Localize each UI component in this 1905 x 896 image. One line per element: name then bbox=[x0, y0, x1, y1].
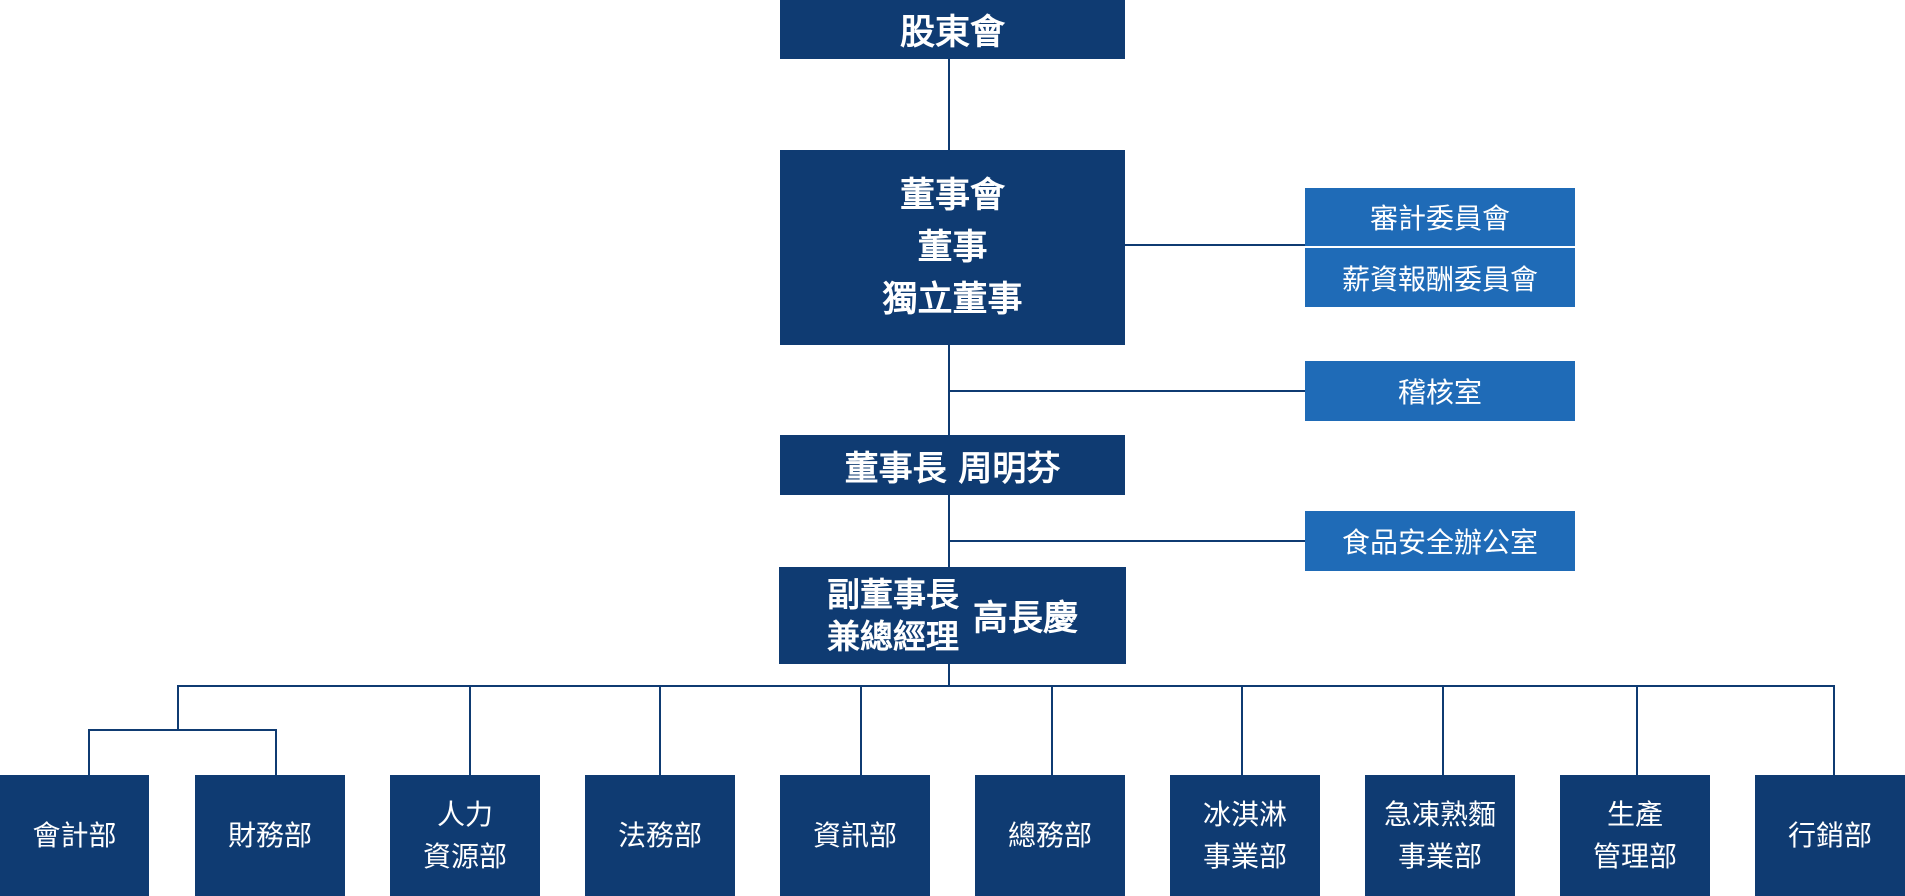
dept-frozen-noodles-line2: 事業部 bbox=[1397, 839, 1482, 873]
dept-ice-cream: 冰淇淋 事業部 bbox=[1170, 775, 1320, 896]
dept-general-affairs-line1: 總務部 bbox=[1007, 818, 1092, 852]
shareholders-box: 股東會 bbox=[780, 0, 1125, 59]
compensation-committee-box: 薪資報酬委員會 bbox=[1305, 248, 1575, 307]
departments-bus bbox=[177, 685, 1835, 687]
audit-office-box: 稽核室 bbox=[1305, 361, 1575, 421]
connector-finance-group bbox=[177, 685, 179, 730]
vice-chairman-box: 副董事長 兼總經理 高長慶 bbox=[779, 567, 1126, 664]
dept-legal: 法務部 bbox=[585, 775, 735, 896]
dept-general-affairs: 總務部 bbox=[975, 775, 1125, 896]
connector-dept-production bbox=[1636, 685, 1638, 775]
dept-production-line1: 生產 bbox=[1606, 797, 1663, 831]
connector-audit-office bbox=[949, 390, 1306, 392]
dept-it: 資訊部 bbox=[780, 775, 930, 896]
dept-human-resources-line2: 資源部 bbox=[422, 839, 507, 873]
vice-chairman-title: 副董事長 兼總經理 bbox=[827, 574, 959, 658]
dept-marketing-line1: 行銷部 bbox=[1787, 818, 1872, 852]
connector-dept-general-affairs bbox=[1051, 685, 1053, 775]
dept-human-resources-line1: 人力 bbox=[436, 797, 493, 831]
dept-finance-line1: 財務部 bbox=[227, 818, 312, 852]
connector-chairman-vice bbox=[948, 494, 950, 568]
connector-dept-marketing bbox=[1833, 685, 1835, 775]
vice-chairman-content: 副董事長 兼總經理 高長慶 bbox=[827, 574, 1078, 658]
vice-chairman-name: 高長慶 bbox=[972, 599, 1078, 639]
dept-ice-cream-line1: 冰淇淋 bbox=[1202, 797, 1287, 831]
connector-dept-finance bbox=[275, 729, 277, 775]
board-label: 董事會 bbox=[899, 175, 1005, 216]
chairman-box: 董事長 周明芬 bbox=[780, 435, 1125, 495]
connector-board-committees bbox=[1124, 244, 1306, 246]
dept-human-resources: 人力 資源部 bbox=[390, 775, 540, 896]
finance-group-bus bbox=[88, 729, 277, 731]
audit-committee-box: 審計委員會 bbox=[1305, 188, 1575, 246]
dept-finance: 財務部 bbox=[195, 775, 345, 896]
connector-dept-hr bbox=[469, 685, 471, 775]
vice-chairman-title-line1: 副董事長 bbox=[826, 574, 959, 614]
dept-accounting: 會計部 bbox=[0, 775, 149, 896]
connector-dept-it bbox=[860, 685, 862, 775]
board-independent-directors-label: 獨立董事 bbox=[882, 279, 1023, 320]
dept-marketing: 行銷部 bbox=[1755, 775, 1905, 896]
board-directors-label: 董事 bbox=[917, 227, 988, 268]
dept-frozen-noodles-line1: 急凍熟麵 bbox=[1383, 797, 1496, 831]
dept-production-line2: 管理部 bbox=[1592, 839, 1677, 873]
dept-accounting-line1: 會計部 bbox=[32, 818, 117, 852]
connector-vice-bus bbox=[948, 663, 950, 686]
dept-production: 生產 管理部 bbox=[1560, 775, 1710, 896]
connector-dept-legal bbox=[659, 685, 661, 775]
dept-legal-line1: 法務部 bbox=[617, 818, 702, 852]
vice-chairman-title-line2: 兼總經理 bbox=[826, 616, 959, 656]
food-safety-office-box: 食品安全辦公室 bbox=[1305, 511, 1575, 571]
dept-it-line1: 資訊部 bbox=[812, 818, 897, 852]
connector-shareholders-board bbox=[948, 59, 950, 151]
connector-dept-ice-cream bbox=[1241, 685, 1243, 775]
board-box: 董事會 董事 獨立董事 bbox=[780, 150, 1125, 345]
connector-dept-accounting bbox=[88, 729, 90, 775]
dept-ice-cream-line2: 事業部 bbox=[1202, 839, 1287, 873]
dept-frozen-noodles: 急凍熟麵 事業部 bbox=[1365, 775, 1515, 896]
connector-dept-frozen-noodles bbox=[1442, 685, 1444, 775]
connector-food-safety bbox=[949, 540, 1306, 542]
